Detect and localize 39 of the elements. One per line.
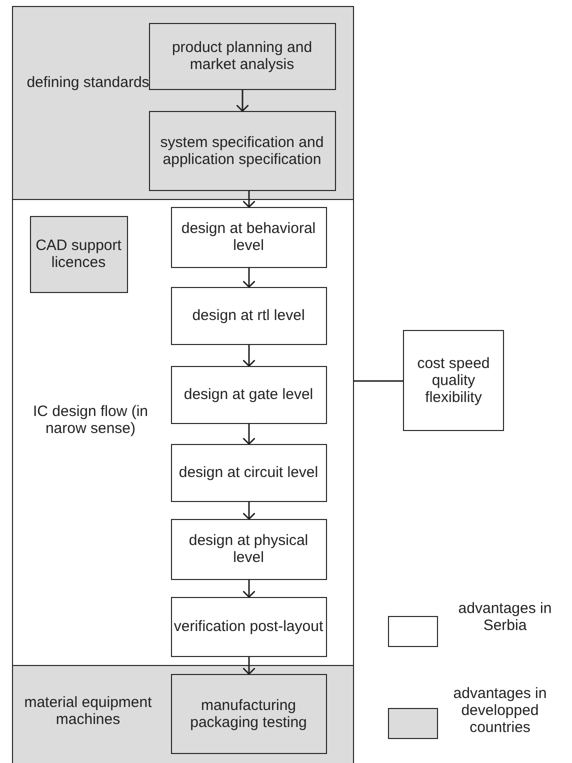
process-box [170, 366, 326, 424]
arrow [236, 90, 250, 112]
process-box [170, 444, 326, 502]
process-box [170, 286, 326, 344]
region-heading: material equipment machines [23, 693, 153, 730]
box-label: design at gate level [182, 385, 314, 405]
box-label: CAD support licences [34, 236, 122, 273]
box-label: product planning and market analysis [170, 38, 314, 75]
process-box [148, 110, 336, 190]
arrow [242, 424, 256, 445]
process-box [170, 518, 326, 580]
process-box [170, 674, 326, 754]
box-label: design at circuit level [178, 463, 320, 483]
region-heading: IC design flow (in narow sense) [32, 402, 150, 439]
legend-label: advantages in Serbia [457, 600, 553, 634]
process-box [148, 22, 336, 90]
legend-label: advantages in developped countries [452, 685, 548, 736]
process-box [170, 206, 326, 268]
arrow [242, 580, 256, 598]
region-band [12, 665, 354, 763]
box-label: verification post-layout [172, 617, 324, 637]
arrow [242, 502, 256, 520]
box-label: design at physical level [188, 531, 310, 568]
region-band [12, 199, 354, 666]
box-label: cost speed quality flexibility [416, 354, 491, 408]
arrow [242, 268, 256, 288]
region-band [12, 6, 354, 200]
arrow [242, 191, 256, 208]
process-box [403, 330, 504, 431]
connector-line [354, 380, 403, 382]
arrow [242, 657, 256, 675]
process-box [170, 596, 326, 656]
box-label: system specification and application specification [159, 132, 325, 170]
box-label: design at behavioral level [180, 219, 317, 256]
arrow [242, 345, 256, 367]
box-label: design at rtl level [191, 306, 306, 326]
process-box [30, 216, 128, 292]
box-label: manufacturing packaging testing [189, 696, 308, 732]
region-heading: defining standards [26, 72, 150, 92]
